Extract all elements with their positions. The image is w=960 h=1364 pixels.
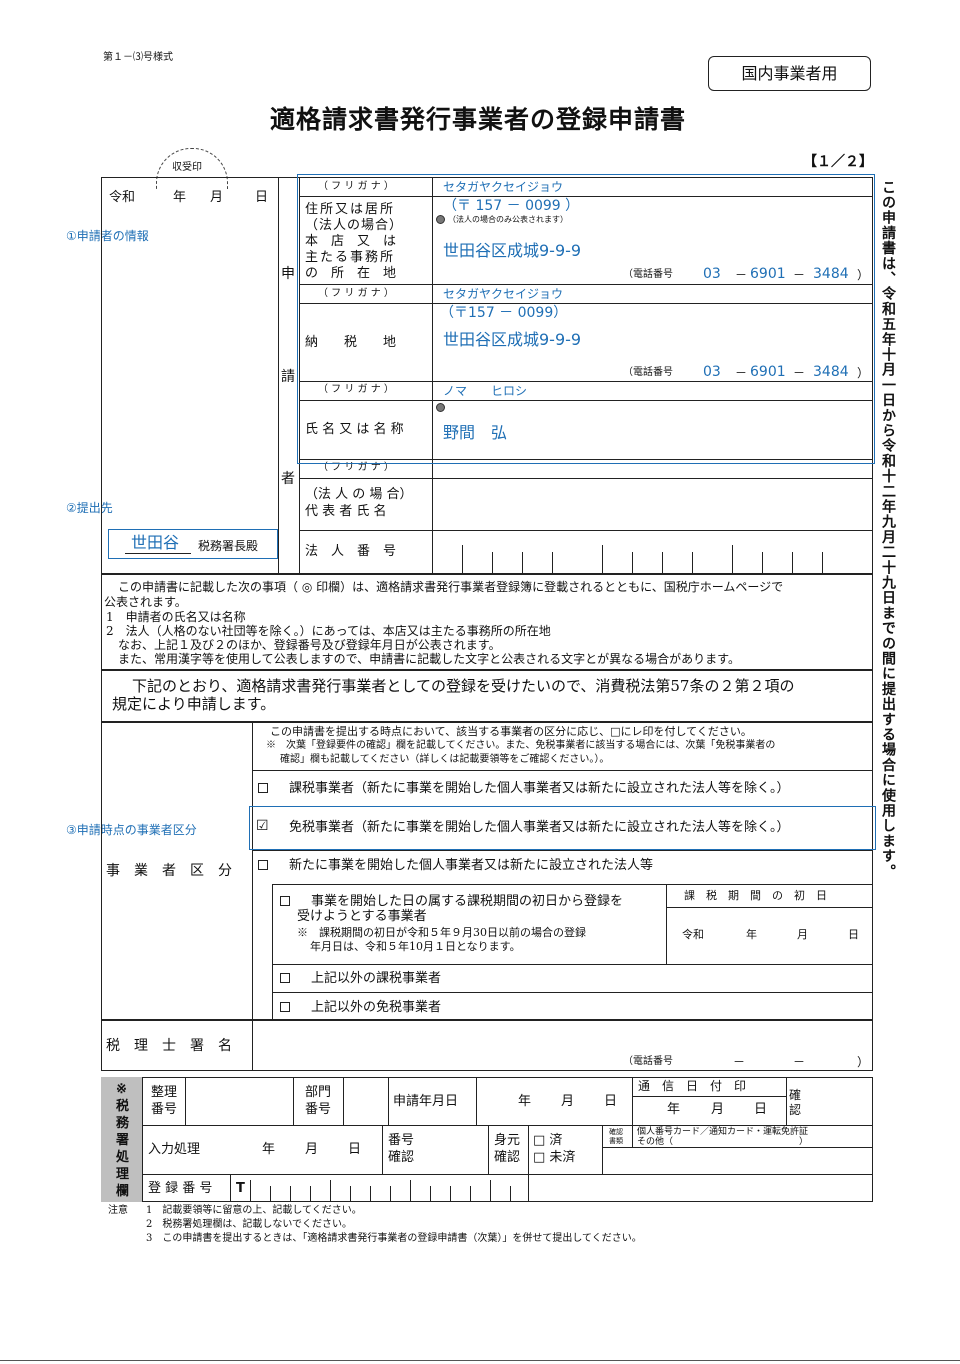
category-exempt-checkbox[interactable]: ☑: [256, 818, 269, 834]
id-unchecked: □ 未済: [533, 1150, 576, 1165]
notice-block: [101, 574, 873, 670]
sub-other-taxable-checkbox[interactable]: [280, 973, 290, 983]
category-exempt: 免税事業者（新たに事業を開始した個人事業者又は新たに設立された法人等を除く。）: [289, 820, 790, 835]
address-public-note: （法人の場合のみ公表されます）: [448, 215, 568, 224]
tax-place-furigana: セタガヤクセイジョウ: [443, 287, 564, 301]
tax-office-value[interactable]: 世田谷: [131, 533, 180, 552]
applicant-char-1: 申: [281, 266, 295, 282]
declaration-block: [101, 670, 873, 722]
page-indicator: 【１／２】: [803, 154, 873, 170]
side-note: この申請書は、令和五年十月一日から令和十二年九月二十九日までの間に提出する場合に…: [880, 180, 896, 880]
applicant-char-2: 請: [281, 369, 295, 385]
address-tel-2[interactable]: 6901: [750, 266, 786, 282]
address-value[interactable]: 世田谷区成城9-9-9: [443, 241, 582, 260]
accountant-block: [101, 1020, 873, 1071]
id-checked: □ 済: [533, 1133, 563, 1148]
accountant-label: 税 理 士 署 名: [106, 1038, 232, 1054]
annotation-category: ③申請時点の事業者区分: [66, 823, 197, 837]
corp-no-label: 法 人 番 号: [305, 544, 397, 559]
category-box: 国内事業者用: [708, 56, 871, 91]
category-box-label: 国内事業者用: [741, 64, 838, 83]
tax-place-label: 納 税 地: [305, 335, 397, 350]
category-taxable: 課税事業者（新たに事業を開始した個人事業者又は新たに設立された法人等を除く。）: [289, 781, 790, 796]
tax-place-tel-1[interactable]: 03: [703, 364, 721, 380]
name-furigana: ノマ ヒロシ: [443, 384, 528, 398]
category-label: 事 業 者 区 分: [106, 863, 232, 879]
tax-place-value[interactable]: 世田谷区成城9-9-9: [443, 330, 582, 349]
applicant-char-3: 者: [281, 471, 295, 487]
tax-place-tel-3[interactable]: 3484: [813, 364, 849, 380]
public-mark-icon: [436, 215, 445, 224]
category-new-checkbox[interactable]: [258, 860, 268, 870]
applicant-block: [101, 177, 873, 574]
category-sub-block: [272, 884, 873, 1020]
tax-place-postal[interactable]: （〒157 － 0099）: [440, 305, 568, 321]
annotation-applicant: ①申請者の情報: [66, 229, 149, 243]
name-label: 氏 名 又 は 名 称: [305, 422, 404, 437]
tax-place-tel-2[interactable]: 6901: [750, 364, 786, 380]
applicant-highlight: [297, 174, 875, 464]
category-highlight: [249, 806, 876, 850]
tax-office-box: [108, 529, 278, 559]
sub-first-period-checkbox[interactable]: [280, 896, 290, 906]
form-number: 第１－⑶号様式: [103, 52, 173, 63]
category-new: 新たに事業を開始した個人事業者又は新たに設立された法人等: [289, 858, 654, 873]
category-taxable-checkbox[interactable]: [258, 783, 268, 793]
date-era: 令和: [109, 190, 136, 205]
address-tel-1[interactable]: 03: [703, 266, 721, 282]
public-mark-icon: [436, 403, 445, 412]
address-postal[interactable]: （〒 157 － 0099 ）: [443, 198, 580, 214]
page-title: 適格請求書発行事業者の登録申請書: [270, 105, 687, 134]
address-furigana: セタガヤクセイジョウ: [443, 180, 564, 194]
address-tel-3[interactable]: 3484: [813, 266, 849, 282]
tax-office-suffix: 税務署長殿: [198, 539, 259, 553]
address-furigana-label: （ フ リ ガ ナ ）: [318, 181, 394, 192]
receipt-stamp-label: 収受印: [172, 162, 202, 173]
sub-other-exempt-checkbox[interactable]: [280, 1002, 290, 1012]
name-value[interactable]: 野間 弘: [443, 423, 508, 442]
